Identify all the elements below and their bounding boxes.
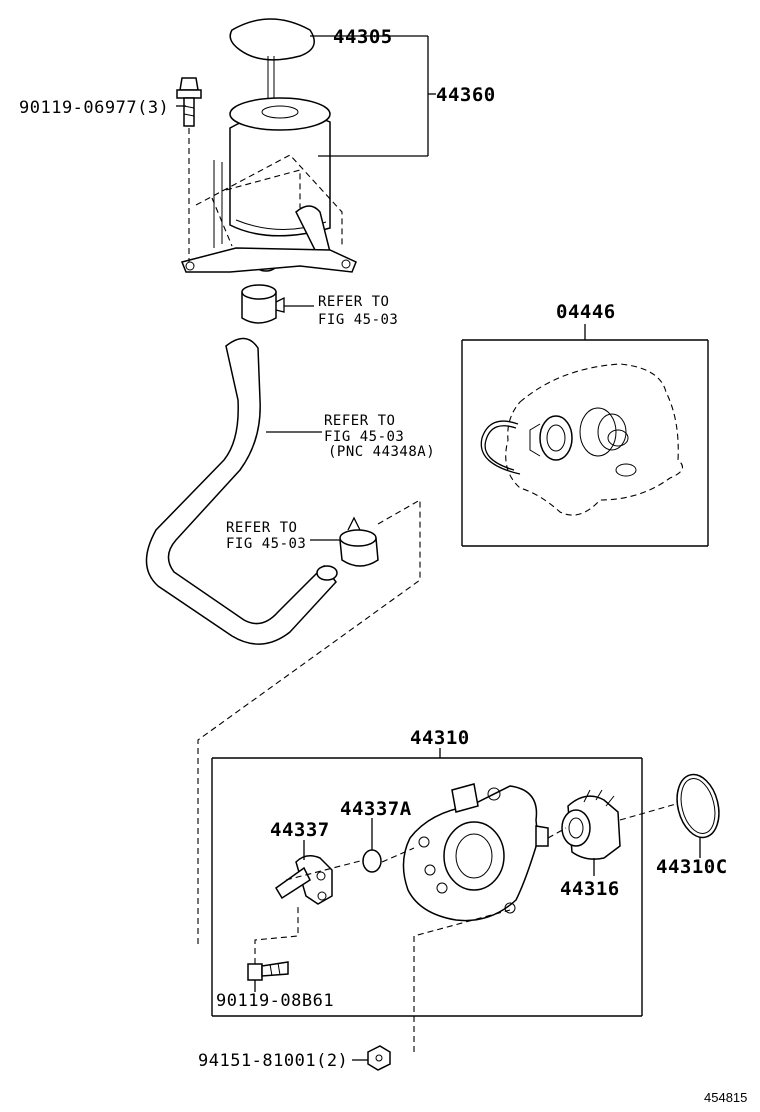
bolt-top-drawing	[176, 77, 202, 262]
label-oring-a: 44337A	[340, 798, 412, 820]
kit-bearing	[529, 415, 573, 461]
reservoir-cap	[229, 18, 315, 108]
kit-snap-ring	[480, 420, 521, 475]
clamp-top	[241, 284, 314, 324]
union-fitting	[275, 855, 333, 905]
pump-dash-guides	[254, 803, 677, 1052]
ref-clamp-top-2: FIG 45-03	[318, 312, 398, 328]
label-kit: 04446	[556, 301, 616, 323]
reservoir-dash-guides	[195, 154, 343, 247]
pump-frame	[211, 748, 643, 1017]
kit-pump-outline	[505, 363, 684, 516]
label-reservoir-assy: 44360	[436, 84, 496, 106]
clamp-lower	[310, 516, 379, 567]
label-cap: 44305	[333, 26, 393, 48]
label-pump-bolt: 94151-81001(2)	[198, 1051, 348, 1071]
ref-clamp-low-1: REFER TO	[226, 520, 297, 536]
ref-hose-2: FIG 45-03	[324, 429, 404, 445]
pulley	[561, 789, 621, 860]
hose-to-pump-guide	[197, 499, 421, 948]
kit-seals	[579, 407, 637, 477]
label-pulley: 44316	[560, 878, 620, 900]
pump-bolt	[367, 1045, 391, 1071]
label-union-bolt: 90119-08B61	[216, 991, 334, 1011]
label-pump-assy: 44310	[410, 727, 470, 749]
kit-frame	[461, 324, 709, 547]
oring-44310C	[676, 773, 720, 839]
reservoir-bracket	[180, 160, 357, 273]
label-union: 44337	[270, 819, 330, 841]
ref-hose-1: REFER TO	[324, 413, 395, 429]
label-oring-c: 44310C	[656, 856, 728, 878]
oring-44337A	[362, 849, 382, 873]
ref-hose-3: (PNC 44348A)	[328, 444, 435, 460]
union-bolt	[247, 961, 289, 981]
drawing-code: 454815	[704, 1090, 747, 1105]
ref-clamp-low-2: FIG 45-03	[226, 536, 306, 552]
leader-cap-assy	[310, 35, 436, 157]
return-hose	[145, 337, 338, 645]
ref-clamp-top-1: REFER TO	[318, 294, 389, 310]
label-bolt-top: 90119-06977(3)	[19, 98, 169, 118]
vane-pump	[402, 783, 549, 922]
